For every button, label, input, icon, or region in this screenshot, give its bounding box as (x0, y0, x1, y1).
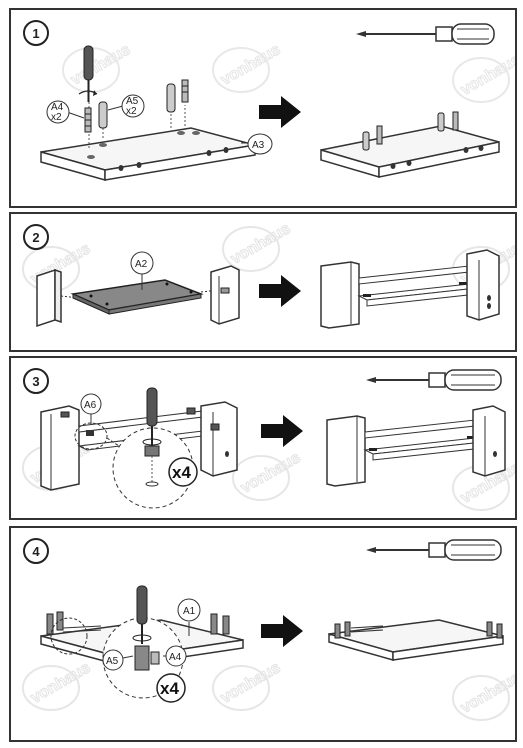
callout-a5: A5 (102, 649, 134, 671)
callout-a1: A1 (177, 598, 201, 636)
svg-text:A5: A5 (106, 656, 119, 667)
callout-a2: A2 (130, 251, 154, 290)
assembled-shelf-result (320, 249, 500, 329)
dowel-right-icon (166, 79, 189, 113)
svg-text:A4: A4 (169, 652, 182, 663)
step-1-panel: vonhaus vonhaus vonhaus (9, 8, 517, 208)
arrow-right-icon (259, 96, 301, 128)
screwdriver-icon (366, 539, 502, 561)
svg-text:A2: A2 (135, 259, 148, 270)
screwdriver-icon (366, 369, 502, 391)
step-4-illustration: vonhaus vonhaus vonhaus (22, 539, 515, 721)
shelf-unit-left (40, 401, 238, 491)
arrow-right-icon (261, 615, 303, 647)
svg-text:x4: x4 (172, 463, 191, 482)
step-2-panel: vonhaus vonhaus vonhaus A2 (9, 212, 517, 352)
assembled-shelf-result (326, 405, 506, 487)
callout-a4: A4 x2 (46, 100, 85, 124)
step-number-badge: 3 (23, 368, 49, 394)
arrow-right-icon (259, 275, 301, 307)
multiplier-badge: x4 (168, 457, 198, 487)
arrow-right-icon (261, 415, 303, 447)
svg-text:A5: A5 (126, 96, 139, 107)
step-2-illustration: vonhaus vonhaus vonhaus A2 (22, 220, 515, 329)
svg-text:x4: x4 (160, 679, 179, 698)
svg-text:A3: A3 (252, 140, 265, 151)
svg-text:A4: A4 (51, 102, 64, 113)
detail-circle-large (112, 387, 194, 509)
screwdriver-icon (356, 23, 495, 45)
callout-a3: A3 (241, 133, 273, 155)
assembled-result (328, 619, 504, 661)
callout-a6: A6 (80, 393, 102, 424)
svg-text:x2: x2 (51, 112, 62, 123)
dowel-a5-icon (98, 101, 108, 129)
step-number-badge: 1 (23, 20, 49, 46)
svg-text:x2: x2 (126, 106, 137, 117)
bolt-a4-icon (84, 107, 92, 133)
step-3-panel: vonhaus vonhaus vonhaus (9, 356, 517, 520)
multiplier-badge: x4 (156, 673, 186, 703)
detail-circle-small (50, 617, 88, 655)
svg-text:A6: A6 (84, 400, 97, 411)
step-1-illustration: vonhaus vonhaus vonhaus (40, 23, 515, 181)
step-3-illustration: vonhaus vonhaus vonhaus (22, 369, 515, 511)
board-a3-left (40, 80, 256, 181)
step-4-panel: vonhaus vonhaus vonhaus (9, 526, 517, 742)
callout-a5: A5 x2 (107, 94, 145, 118)
detail-circle-small (74, 422, 132, 455)
svg-text:A1: A1 (183, 606, 196, 617)
shelf-a2 (70, 279, 204, 315)
step-number-badge: 4 (23, 538, 49, 564)
callout-a4: A4 (163, 645, 187, 667)
step-number-badge: 2 (23, 224, 49, 250)
side-panel-right (200, 265, 240, 325)
board-a3-result (320, 111, 500, 179)
side-panel-left (36, 268, 80, 328)
screwdriver-vertical-icon (78, 45, 98, 102)
